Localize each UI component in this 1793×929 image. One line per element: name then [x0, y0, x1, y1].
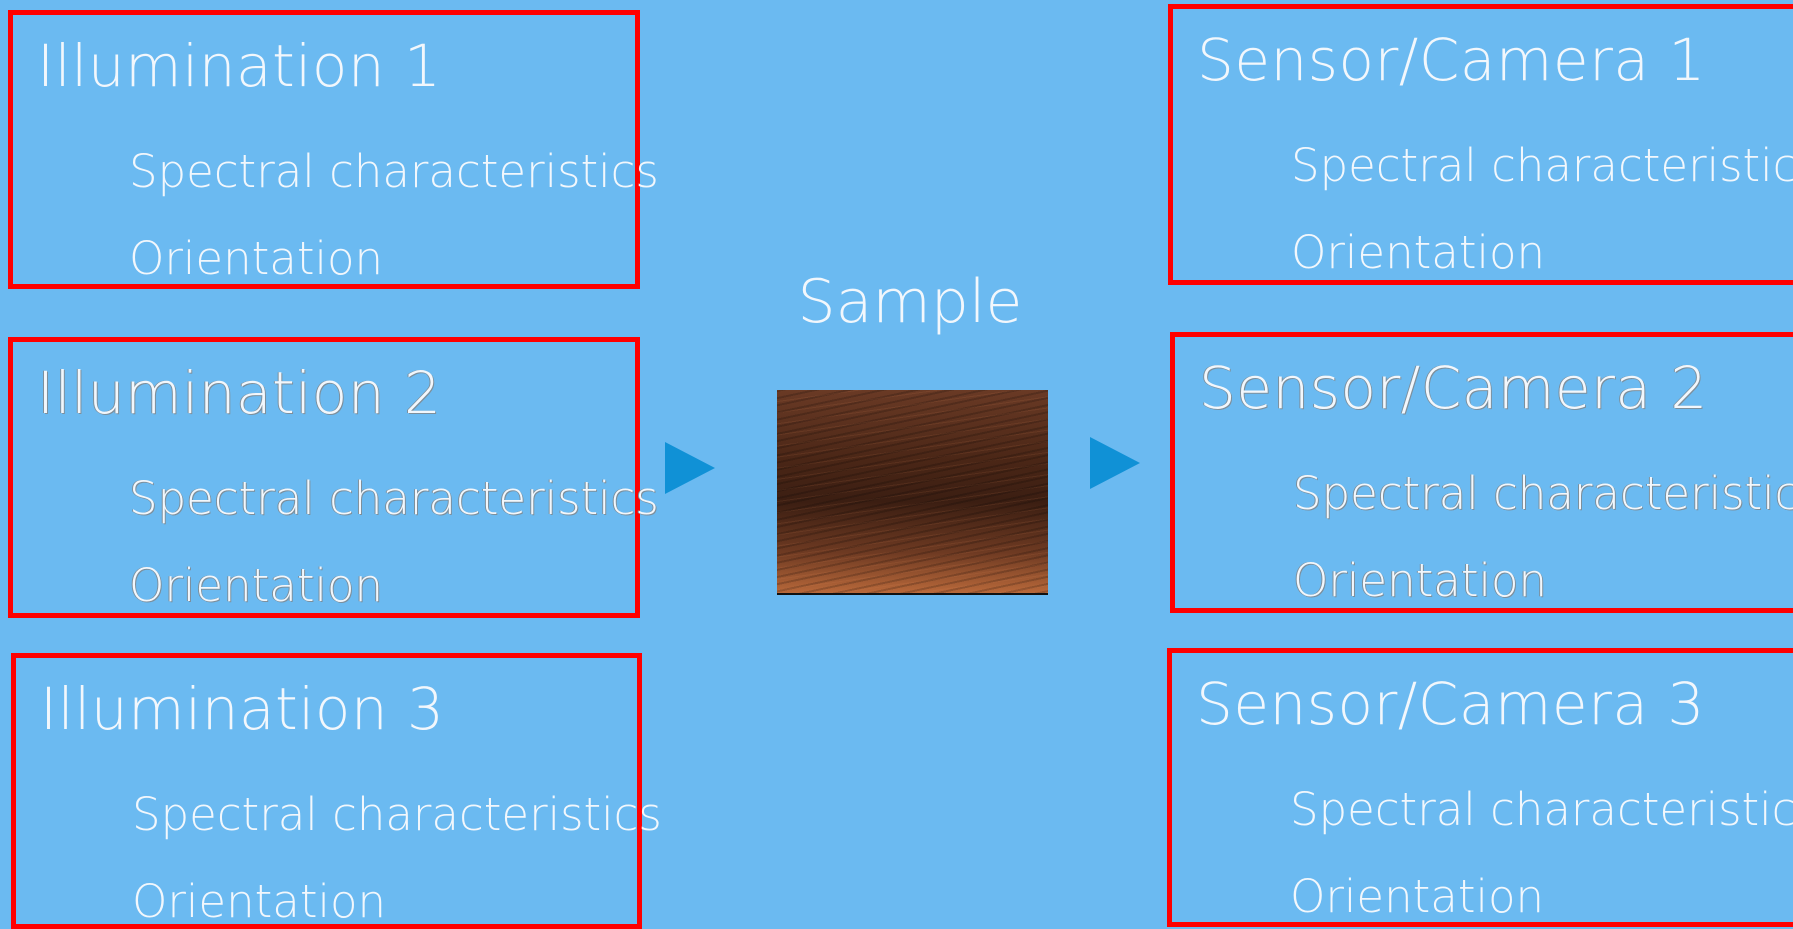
sensor-1-orientation: Orientation — [1291, 226, 1546, 279]
illumination-3-title: Illumination 3 — [40, 675, 445, 743]
sensor-2-spectral: Spectral characteristics — [1293, 467, 1793, 520]
sensor-1-box: Sensor/Camera 1 Spectral characteristics… — [1168, 4, 1793, 285]
illumination-2-orientation: Orientation — [129, 559, 384, 612]
sensor-2-box: Sensor/Camera 2 Spectral characteristics… — [1170, 332, 1793, 613]
illumination-2-box: Illumination 2 Spectral characteristics … — [8, 337, 659, 618]
sample-label: Sample — [797, 267, 1023, 337]
sensor-2-title: Sensor/Camera 2 — [1199, 354, 1708, 422]
sample-image — [777, 390, 1048, 595]
sensor-3-box: Sensor/Camera 3 Spectral characteristics… — [1167, 648, 1793, 927]
illumination-1-spectral: Spectral characteristics — [129, 145, 659, 198]
illumination-1-box: Illumination 1 Spectral characteristics … — [8, 10, 659, 289]
illumination-3-orientation: Orientation — [132, 875, 387, 928]
sensor-3-title: Sensor/Camera 3 — [1196, 670, 1705, 738]
sensor-2-orientation: Orientation — [1293, 554, 1548, 607]
sensor-3-spectral: Spectral characteristics — [1290, 783, 1793, 836]
illumination-2-title: Illumination 2 — [37, 359, 442, 427]
arrow-right-icon — [665, 442, 715, 494]
illumination-1-title: Illumination 1 — [37, 32, 442, 100]
illumination-1-orientation: Orientation — [129, 232, 384, 285]
illumination-3-box: Illumination 3 Spectral characteristics … — [11, 653, 662, 929]
illumination-2-spectral: Spectral characteristics — [129, 472, 659, 525]
sensor-1-spectral: Spectral characteristics — [1291, 139, 1793, 192]
sensor-3-orientation: Orientation — [1290, 870, 1545, 923]
illumination-3-spectral: Spectral characteristics — [132, 788, 662, 841]
arrow-right-icon — [1090, 437, 1140, 489]
sensor-1-title: Sensor/Camera 1 — [1197, 26, 1706, 94]
